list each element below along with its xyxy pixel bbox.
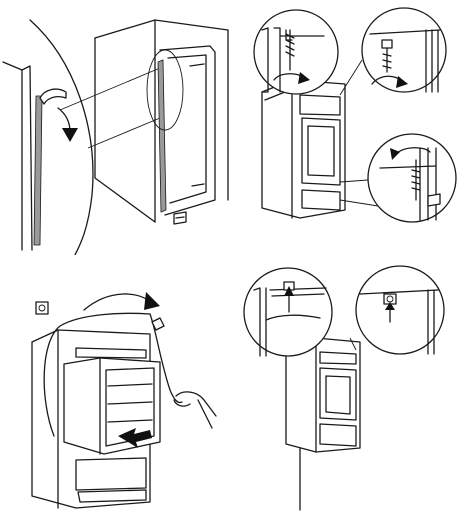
peel-arrow-head [62, 128, 78, 142]
door-seal-strip-illustration [0, 0, 230, 255]
detail-circle-left [254, 10, 338, 94]
appliance-body [64, 358, 160, 454]
hand-outline [176, 392, 216, 416]
cabinet-lower-panel [320, 424, 356, 446]
seal-strip-peel [40, 89, 66, 104]
detail-circle-right [356, 266, 444, 354]
cabinet-top-rail [320, 352, 356, 364]
right-leader-line [350, 338, 356, 350]
cabinet-plinth [78, 490, 146, 502]
leader-line-bottom [88, 118, 160, 148]
cabinet-lower-panel [76, 458, 146, 490]
appliance-frame-inner [168, 55, 206, 203]
step-3-insert-appliance-panel [0, 260, 235, 513]
right-leader-line [340, 60, 362, 95]
door-edge-outer [3, 62, 22, 250]
detail-circle [147, 50, 183, 130]
leader-line-top [60, 68, 160, 110]
wall-socket-icon [36, 302, 48, 314]
route-arrow-curve [84, 294, 150, 310]
cabinet-upper-panel [300, 95, 340, 115]
seal-strip [34, 96, 42, 245]
bottom-hinge [428, 194, 440, 206]
frame-detail-1 [190, 64, 204, 66]
step-1-seal-strip-panel [0, 0, 230, 255]
detail-circle-right [362, 8, 446, 92]
right-bracket [382, 40, 392, 48]
bottom-leader-line-a [340, 180, 368, 182]
screw-fixing-illustration [240, 0, 465, 255]
cabinet-top-rail [76, 348, 146, 358]
step-2-screw-fixing-panel [240, 0, 465, 255]
frame-detail-2 [192, 184, 204, 186]
cabinet-top-edge [95, 20, 228, 38]
seal-strip-installed [158, 60, 166, 212]
detail-circle-left [244, 268, 332, 356]
cabinet-left-edge [95, 38, 155, 222]
arm-line [198, 400, 212, 428]
cover-caps-illustration [240, 260, 465, 513]
appliance-frame-outer [160, 46, 215, 215]
bottom-leader-line-b [340, 200, 378, 206]
door-edge-inner [22, 66, 32, 250]
insert-appliance-illustration [0, 260, 235, 513]
route-arrow-head [144, 292, 160, 310]
cabinet-lower-panel [302, 190, 340, 210]
step-4-cover-caps-panel [240, 260, 465, 513]
